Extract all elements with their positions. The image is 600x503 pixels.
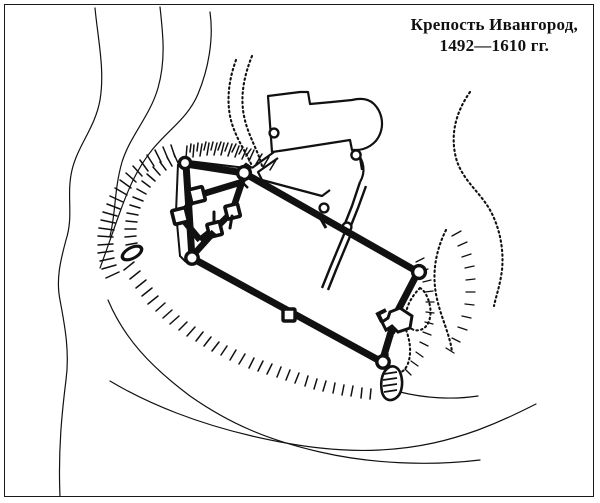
tower-east-round (410, 263, 428, 281)
citadel-north-link-wall (237, 176, 247, 186)
map-title-line1: Крепость Ивангород, (410, 15, 578, 34)
tower-south-mid-square (281, 307, 297, 323)
citadel-tower-nw (186, 184, 208, 206)
south-gate-rungs (382, 371, 398, 393)
page-border-frame (4, 4, 594, 497)
escarpment-hatching-west (97, 144, 179, 279)
nw-sally-port (121, 245, 143, 261)
east-gate-barbican-hook (375, 308, 387, 323)
map-title-line2: 1492—1610 гг. (439, 36, 550, 56)
citadel-south-link-wall (193, 229, 217, 255)
tower-south-round (375, 354, 391, 370)
escarpment-hatching-north (185, 141, 277, 171)
tower-sw-round (184, 250, 200, 266)
tower-nw-round (177, 155, 193, 171)
inner-citadel-towers (169, 184, 243, 239)
citadel-tower-ne (223, 201, 243, 221)
outwork-tower-nodes (268, 127, 362, 214)
south-gate-structure (379, 365, 404, 402)
escarpment-hatching-south (123, 261, 372, 400)
outer-curtain-wall (182, 160, 422, 366)
map-title-block: Крепость Ивангород, 1492—1610 гг. (411, 14, 578, 57)
tower-north-round (235, 164, 253, 182)
east-gate-barbican (380, 306, 414, 334)
north-outwork-bailey (266, 90, 384, 154)
east-slope-hatching (404, 230, 476, 376)
citadel-tower-sw (169, 205, 191, 227)
round-corner-towers (177, 155, 428, 370)
citadel-internal-partitions (212, 210, 234, 230)
